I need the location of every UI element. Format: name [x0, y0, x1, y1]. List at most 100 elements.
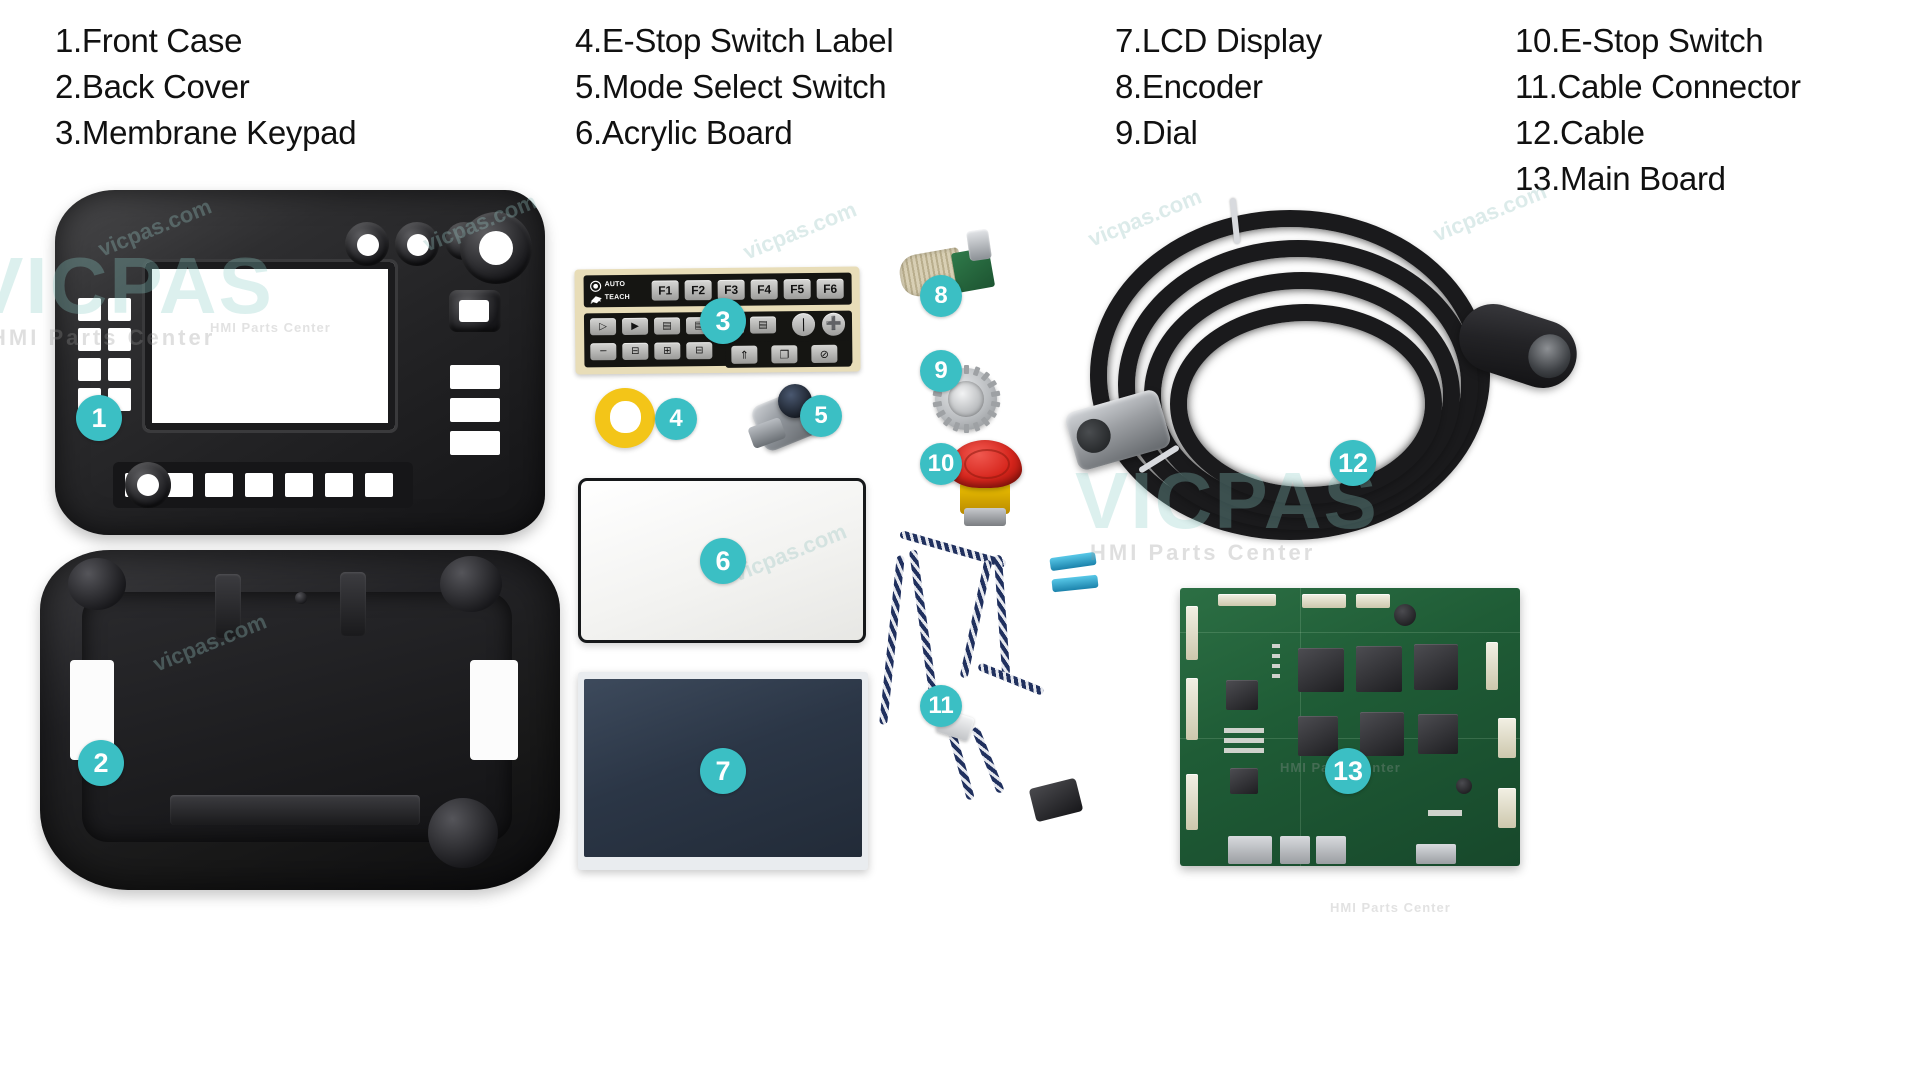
estop-switch-nut	[964, 508, 1006, 526]
smd-part-7	[1224, 748, 1264, 753]
key-nav-1[interactable]: ▷	[589, 318, 617, 336]
key-nav-6[interactable]: ▤	[749, 316, 777, 334]
edge-connector	[1416, 844, 1456, 864]
front-case-right-button-column	[450, 365, 510, 470]
ic-chip-3	[1414, 644, 1458, 690]
callout-badge-4[interactable]: 4	[655, 398, 697, 440]
callout-badge-6[interactable]: 6	[700, 538, 746, 584]
connector-right-2	[1498, 718, 1516, 758]
key-edit-2[interactable]: ⊟	[622, 342, 649, 360]
encoder-shaft	[966, 228, 992, 262]
front-case-left-button-grid	[78, 298, 140, 420]
dial-tooth	[972, 421, 980, 432]
connector-top-1	[1218, 594, 1276, 606]
key-nav-2[interactable]: ▶	[621, 317, 649, 335]
back-cover-grip-left	[68, 558, 126, 610]
part-back-cover	[40, 550, 560, 890]
key-bottom-2[interactable]: ❐	[771, 345, 798, 364]
part-front-case	[55, 190, 545, 535]
front-case-screen-cutout	[145, 262, 395, 430]
usb-port-2	[1316, 836, 1346, 864]
harness-wire-mid	[977, 662, 1045, 696]
dial-tooth	[986, 409, 997, 419]
callout-badge-9[interactable]: 9	[920, 350, 962, 392]
key-bottom-3[interactable]: ⊘	[811, 344, 838, 364]
key-f6[interactable]: F6	[816, 278, 844, 299]
key-bottom-1[interactable]: ⇑	[731, 345, 758, 364]
smd-part-2	[1272, 654, 1280, 658]
harness-wire-1	[879, 555, 905, 725]
smd-part-4	[1272, 674, 1280, 678]
legend-item-10: 10.E-Stop Switch	[1515, 22, 1764, 59]
dial-tooth	[986, 379, 997, 389]
legend-item-2: 2.Back Cover	[55, 68, 250, 105]
legend-item-4: 4.E-Stop Switch Label	[575, 22, 894, 59]
callout-badge-5[interactable]: 5	[800, 395, 842, 437]
auto-mode-label: AUTO	[604, 280, 626, 289]
key-f2[interactable]: F2	[684, 280, 712, 301]
callout-badge-2[interactable]: 2	[78, 740, 124, 786]
auto-mode-icon	[590, 279, 603, 292]
ic-chip-6	[1418, 714, 1458, 754]
legend-item-6: 6.Acrylic Board	[575, 114, 793, 151]
part-estop-switch-label	[595, 388, 655, 448]
teach-hand-icon	[590, 292, 603, 304]
legend-item-11: 11.Cable Connector	[1515, 68, 1801, 105]
capacitor-1	[1456, 778, 1472, 794]
key-round-2[interactable]: ➕	[821, 312, 846, 336]
ic-chip-5	[1360, 712, 1404, 756]
smd-part-6	[1224, 738, 1264, 743]
callout-badge-10[interactable]: 10	[920, 443, 962, 485]
key-edit-1[interactable]: ─	[590, 343, 617, 361]
dial-tooth	[972, 366, 980, 377]
part-encoder	[896, 228, 1018, 324]
front-case-hole-2	[407, 234, 429, 256]
ic-chip-2	[1356, 646, 1402, 692]
legend: 1.Front Case 2.Back Cover 3.Membrane Key…	[0, 0, 1920, 200]
smd-part-1	[1272, 644, 1280, 648]
back-cover-bottom-grip	[428, 798, 498, 868]
key-edit-4[interactable]: ⊟	[686, 342, 713, 360]
key-nav-3[interactable]: ▤	[653, 317, 681, 335]
keypad-bottom-row: ⇑ ❐ ⊘	[725, 340, 852, 368]
connector-top-3	[1356, 594, 1390, 608]
front-case-hole-1	[357, 234, 379, 256]
dial-tooth	[990, 400, 1000, 408]
back-cover-slot-right	[470, 660, 518, 760]
legend-column-3: 7.LCD Display 8.Encoder 9.Dial	[1115, 18, 1322, 156]
key-f5[interactable]: F5	[783, 279, 811, 300]
callout-badge-7[interactable]: 7	[700, 748, 746, 794]
teach-mode-label: TEACH	[604, 293, 630, 302]
callout-badge-1[interactable]: 1	[76, 395, 122, 441]
ic-chip-4	[1298, 716, 1338, 756]
connector-left-1	[1186, 606, 1198, 660]
key-f1[interactable]: F1	[651, 280, 679, 301]
front-case-estop-hole	[479, 231, 513, 265]
callout-badge-8[interactable]: 8	[920, 275, 962, 317]
connector-top-2	[1302, 594, 1346, 608]
back-cover-grip-right	[440, 556, 502, 612]
keypad-mode-teach: TEACH	[590, 291, 646, 305]
key-f4[interactable]: F4	[750, 279, 778, 300]
key-f3[interactable]: F3	[717, 279, 745, 300]
dial-tooth	[935, 409, 946, 419]
callout-badge-3[interactable]: 3	[700, 298, 746, 344]
legend-column-4: 10.E-Stop Switch 11.Cable Connector 12.C…	[1515, 18, 1801, 202]
part-main-board	[1180, 588, 1520, 866]
key-edit-3[interactable]: ⊞	[654, 342, 681, 360]
harness-wire-4	[993, 554, 1011, 676]
dial-tooth	[963, 424, 969, 433]
callout-badge-12[interactable]: 12	[1330, 440, 1376, 486]
usb-port-housing	[1228, 836, 1272, 864]
harness-wire-3	[959, 559, 993, 679]
callout-badge-13[interactable]: 13	[1325, 748, 1371, 794]
legend-column-1: 1.Front Case 2.Back Cover 3.Membrane Key…	[55, 18, 357, 156]
callout-badge-11[interactable]: 11	[920, 685, 962, 727]
front-case-bottom-knob-hole	[137, 474, 159, 496]
watermark-site-3: vicpas.com	[739, 196, 860, 265]
dial-tooth	[942, 416, 952, 427]
connector-left-3	[1186, 774, 1198, 830]
key-round-1[interactable]: ❘	[791, 312, 816, 337]
dial-tooth	[990, 390, 1000, 398]
